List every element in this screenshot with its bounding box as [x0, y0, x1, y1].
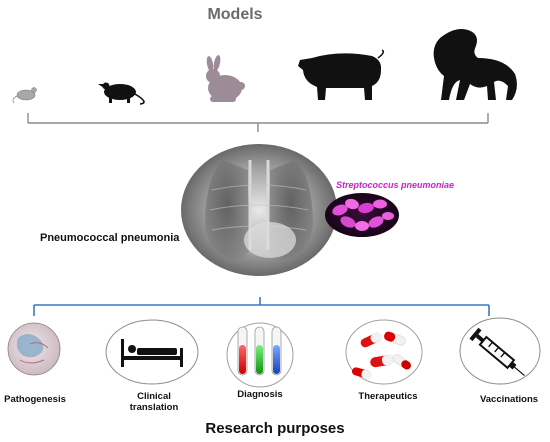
primate-icon [433, 29, 517, 100]
rabbit-icon [206, 55, 245, 102]
models-title: Models [207, 6, 263, 23]
clinical-translation-label: Clinical translation [129, 391, 179, 413]
pills-icon [345, 319, 423, 385]
syringe-icon [459, 317, 541, 385]
models-bracket [27, 113, 489, 132]
bed-icon [105, 319, 199, 385]
research-purposes-title: Research purposes [205, 420, 345, 437]
pig-icon [298, 49, 385, 100]
bacteria-label: Streptococcus pneumoniae [336, 180, 455, 190]
rat-icon [98, 82, 145, 105]
mouse-icon [12, 87, 37, 104]
vaccinations-label: Vaccinations [479, 394, 539, 405]
bacteria-image [325, 193, 399, 237]
pathogenesis-icon [7, 322, 61, 376]
pathogenesis-label: Pathogenesis [4, 394, 66, 405]
chest-xray-image [181, 144, 337, 276]
therapeutics-label: Therapeutics [358, 391, 418, 402]
test-tubes-icon [226, 322, 294, 388]
xray-label: Pneumococcal pneumonia [40, 232, 180, 244]
diagnosis-label: Diagnosis [237, 389, 283, 400]
purposes-bracket [33, 297, 490, 316]
